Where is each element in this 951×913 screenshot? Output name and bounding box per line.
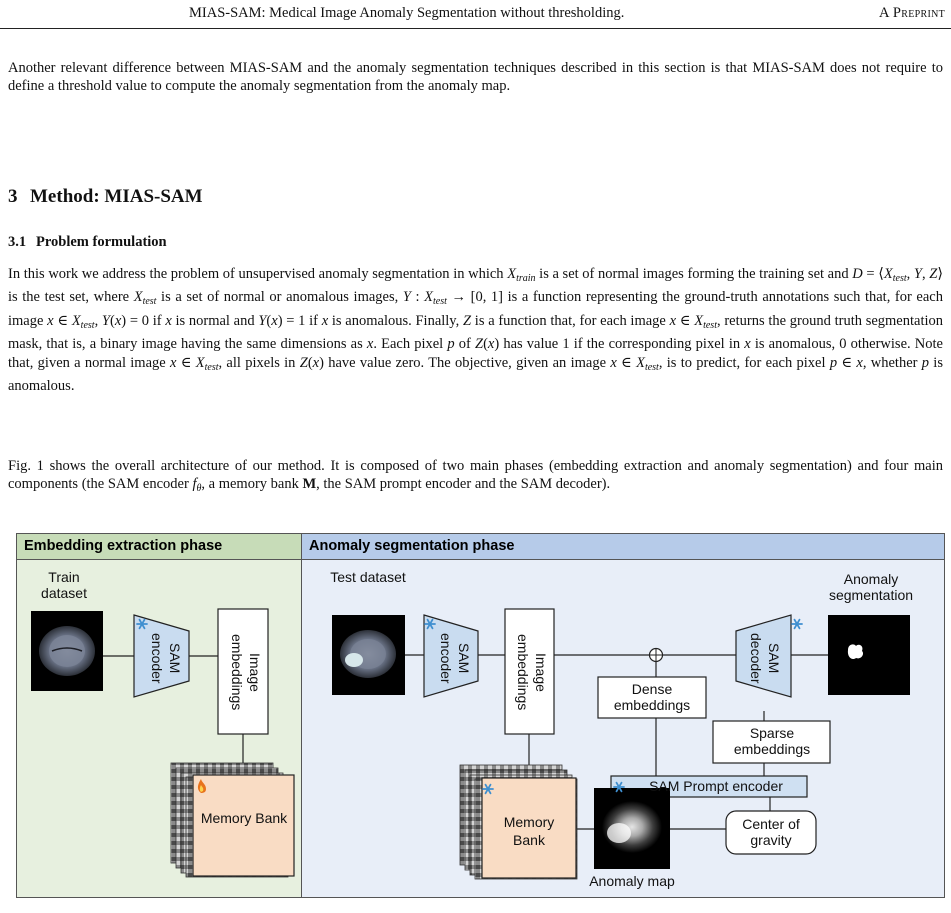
anomaly-segmentation-label: Anomaly segmentation [828, 571, 914, 603]
train-dataset-label: Train dataset [41, 569, 87, 601]
section-title: Method: MIAS-SAM [30, 186, 203, 207]
memory-bank-label-2: Memory Bank [503, 814, 555, 848]
figure-graphics [31, 608, 910, 880]
sparse-embeddings-box [712, 720, 831, 764]
architecture-paragraph: Fig. 1 shows the overall architecture of… [8, 458, 943, 495]
subsection-number: 3.1 [8, 234, 27, 250]
center-of-gravity-label: Center of gravity [742, 816, 800, 848]
sam-encoder-shape-2 [423, 614, 479, 698]
memory-bank-label-1: Memory Bank [200, 810, 288, 826]
problem-formulation-paragraph: In this work we address the problem of u… [8, 266, 944, 395]
flame-icon [197, 779, 206, 793]
test-dataset-label: Test dataset [330, 569, 406, 585]
sam-decoder-shape [735, 614, 792, 698]
sam-encoder-label-2: SAM encoder [438, 632, 472, 684]
image-embeddings-box-2 [504, 608, 555, 735]
sparse-embeddings-label: Sparse embeddings [733, 725, 811, 757]
section-heading: 3 Method: MIAS-SAM [8, 186, 203, 208]
running-head: MIAS-SAM: Medical Image Anomaly Segmenta… [0, 0, 951, 29]
phase1-title: Embedding extraction phase [24, 538, 223, 554]
running-head-title: MIAS-SAM: Medical Image Anomaly Segmenta… [189, 5, 625, 21]
snowflake-icon [136, 618, 803, 795]
sam-decoder-label: SAM decoder [748, 632, 782, 684]
sam-prompt-encoder-label: SAM Prompt encoder [649, 778, 783, 794]
embedding-extraction-header: Embedding extraction phase [17, 534, 301, 560]
subsection-heading: 3.1 Problem formulation [8, 234, 167, 251]
running-head-preprint: A Preprint [878, 5, 945, 21]
image-embeddings-box-1 [217, 608, 269, 735]
anomaly-segmentation-header: Anomaly segmentation phase [302, 534, 944, 560]
anomaly-segmentation-image [828, 615, 910, 695]
image-embeddings-label-1: Image embeddings [229, 633, 263, 711]
subsection-title: Problem formulation [36, 234, 167, 250]
phase2-title: Anomaly segmentation phase [309, 538, 515, 554]
memory-bank-box-1 [192, 774, 295, 877]
architecture-figure: Embedding extraction phase Anomaly segme… [16, 533, 945, 898]
sam-encoder-label-1: SAM encoder [149, 632, 183, 684]
sam-encoder-shape-1 [133, 614, 190, 698]
anomaly-map-label: Anomaly map [589, 873, 675, 889]
image-embeddings-label-2: Image embeddings [515, 633, 549, 711]
section-number: 3 [8, 186, 18, 207]
memory-bank-box-2 [481, 777, 577, 879]
dense-embeddings-box [597, 676, 707, 719]
dense-embeddings-label: Dense embeddings [613, 681, 691, 713]
center-of-gravity-box [725, 810, 817, 855]
intro-paragraph: Another relevant difference between MIAS… [8, 60, 943, 95]
